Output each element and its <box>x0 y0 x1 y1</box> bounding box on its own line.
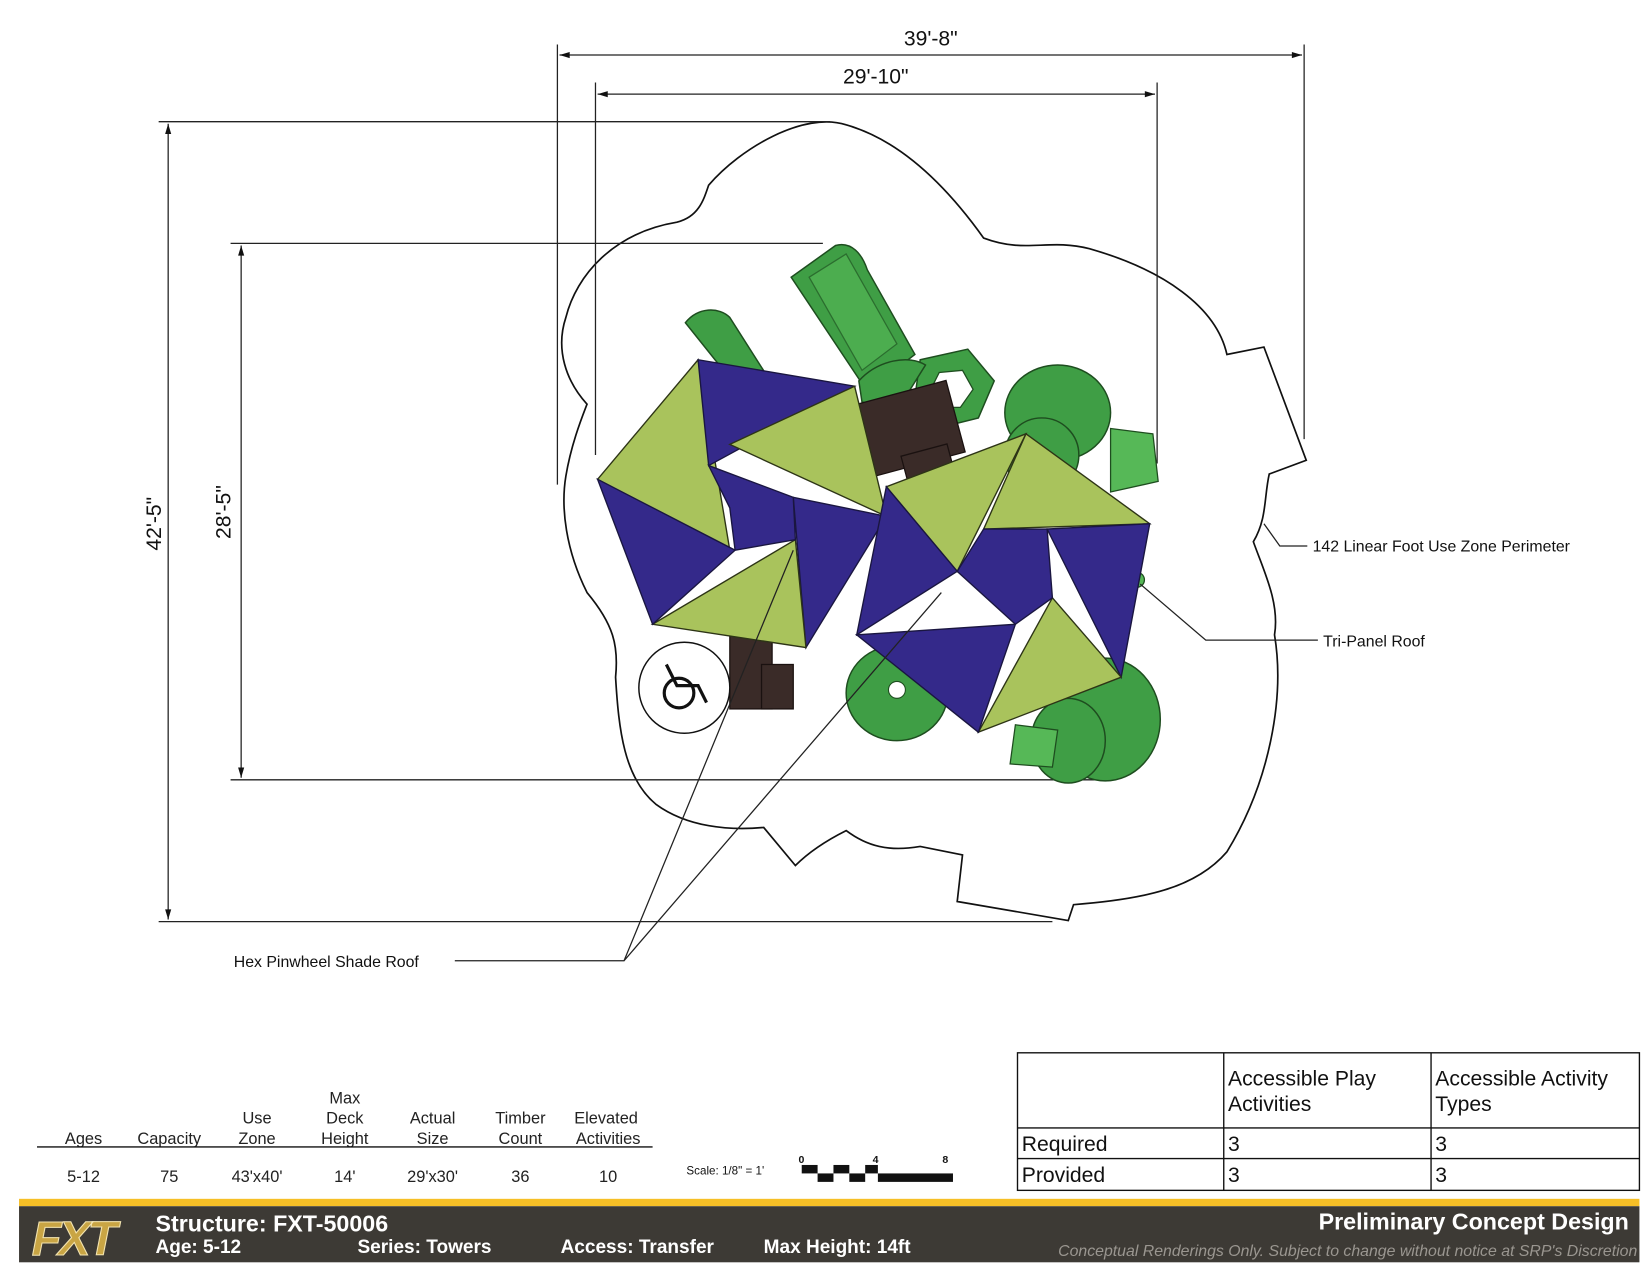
dim-structure-width: 29'-10" <box>843 66 909 89</box>
stats-value-elevated-activities: 10 <box>599 1168 617 1186</box>
row-label-required: Required <box>1022 1133 1108 1156</box>
stats-value-use-zone: 43'x40' <box>232 1168 283 1186</box>
structure-id: Structure: FXT-50006 <box>155 1211 388 1237</box>
stats-value-ages: 5-12 <box>67 1168 100 1186</box>
title-age: Age: 5-12 <box>155 1237 241 1258</box>
scale-bar: Scale: 1/8" = 1' 0 4 8 <box>686 1154 953 1182</box>
stats-header-ages: Ages <box>65 1130 102 1148</box>
callout-perimeter: 142 Linear Foot Use Zone Perimeter <box>1313 538 1571 555</box>
disclaimer: Conceptual Renderings Only. Subject to c… <box>1058 1243 1637 1260</box>
required-activity-types: 3 <box>1435 1133 1447 1156</box>
stats-header-elevated-activities: Activities <box>576 1130 641 1148</box>
stats-header-actual-size: Actual <box>410 1110 456 1128</box>
stats-header-capacity: Capacity <box>137 1130 202 1148</box>
header-accessible-play-activities: Accessible Play <box>1228 1068 1376 1091</box>
title-access: Access: Transfer <box>561 1237 715 1258</box>
stats-header-max-deck-height: Height <box>321 1130 369 1148</box>
hex-pinwheel-roof-left <box>596 358 888 650</box>
header-accessible-activity-types: Accessible Activity <box>1435 1068 1608 1091</box>
stats-value-capacity: 75 <box>160 1168 178 1186</box>
leader-perimeter <box>1263 523 1308 547</box>
stats-header-timber-count: Count <box>499 1130 543 1148</box>
title-accent-stripe <box>19 1198 1640 1207</box>
title-series: Series: Towers <box>358 1237 492 1258</box>
stats-header-max-deck-height: Deck <box>326 1110 364 1128</box>
leader-hex-pinwheel <box>454 549 942 962</box>
scale-tick-4: 4 <box>873 1154 879 1166</box>
dim-overall-depth: 42'-5" <box>143 497 166 551</box>
leader-tri-panel <box>1139 583 1318 641</box>
stats-value-timber-count: 36 <box>511 1168 529 1186</box>
fxt-logo: FXT <box>32 1212 122 1266</box>
accessibility-table <box>1016 1052 1641 1192</box>
hex-pinwheel-roof-right <box>854 432 1152 734</box>
header-accessible-activity-types: Types <box>1435 1093 1491 1116</box>
scale-tick-0: 0 <box>799 1154 805 1166</box>
stats-value-max-deck-height: 14' <box>334 1168 355 1186</box>
design-status: Preliminary Concept Design <box>1319 1208 1629 1234</box>
title-bar <box>19 1206 1640 1263</box>
dim-overall-width: 39'-8" <box>904 27 958 50</box>
stats-header-max-deck-height: Max <box>329 1090 361 1108</box>
provided-activity-types: 3 <box>1435 1164 1447 1187</box>
required-play-activities: 3 <box>1228 1133 1240 1156</box>
stats-header-use-zone: Use <box>242 1110 271 1128</box>
header-accessible-play-activities: Activities <box>1228 1093 1311 1116</box>
stats-table: Ages Capacity Use Zone Max Deck Height A… <box>37 1090 653 1186</box>
stats-header-actual-size: Size <box>417 1130 449 1148</box>
scale-label: Scale: 1/8" = 1' <box>686 1164 764 1177</box>
stairs <box>729 628 794 710</box>
title-max-height: Max Height: 14ft <box>764 1237 912 1258</box>
callout-hex-pinwheel: Hex Pinwheel Shade Roof <box>234 954 420 971</box>
stats-header-use-zone: Zone <box>238 1130 275 1148</box>
row-label-provided: Provided <box>1022 1164 1105 1187</box>
stats-header-timber-count: Timber <box>495 1110 546 1128</box>
wheelchair-accessible-icon <box>638 641 731 734</box>
tube-slide-detail <box>808 253 898 372</box>
title-block: FXT Structure: FXT-50006 Age: 5-12 Serie… <box>19 1198 1640 1266</box>
stats-header-elevated-activities: Elevated <box>574 1110 638 1128</box>
scale-tick-8: 8 <box>942 1154 948 1166</box>
dim-structure-depth: 28'-5" <box>213 485 236 539</box>
callout-tri-panel: Tri-Panel Roof <box>1323 633 1425 650</box>
stats-value-actual-size: 29'x30' <box>407 1168 458 1186</box>
provided-play-activities: 3 <box>1228 1164 1240 1187</box>
